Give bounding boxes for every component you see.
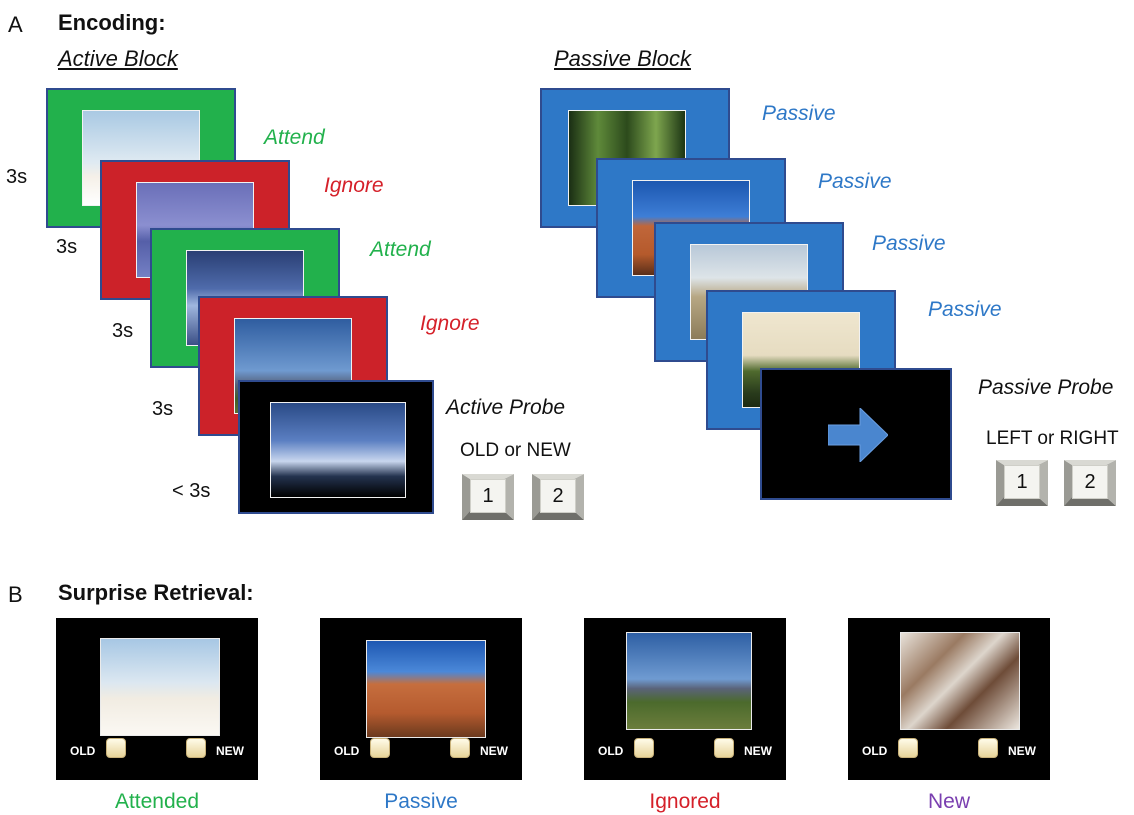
key-2-label: 2: [1072, 465, 1108, 499]
active-probe-frame: [238, 380, 434, 514]
old-checkbox[interactable]: [370, 738, 390, 758]
condition-ignored: Ignored: [649, 790, 721, 813]
key-2-label: 2: [540, 479, 576, 513]
new-checkbox[interactable]: [186, 738, 206, 758]
duration-5: < 3s: [172, 480, 211, 502]
desert-photo: [100, 638, 220, 736]
cue-attend-1: Attend: [264, 126, 325, 149]
panel-a-letter: A: [8, 12, 23, 37]
passive-probe-label: Passive Probe: [978, 376, 1114, 399]
key-2-active[interactable]: 2: [532, 474, 584, 520]
river-delta-photo: [900, 632, 1020, 730]
new-label: NEW: [216, 744, 244, 758]
encoding-heading: Encoding:: [58, 10, 166, 35]
new-label: NEW: [1008, 744, 1036, 758]
key-1-label: 1: [1004, 465, 1040, 499]
active-probe-label: Active Probe: [446, 396, 566, 419]
retrieval-screen-attended: OLD NEW: [56, 618, 258, 780]
retrieval-heading: Surprise Retrieval:: [58, 580, 254, 605]
old-label: OLD: [334, 744, 360, 758]
cue-passive-3: Passive: [872, 232, 946, 255]
old-checkbox[interactable]: [106, 738, 126, 758]
retrieval-screen-passive: OLD NEW: [320, 618, 522, 780]
old-label: OLD: [862, 744, 888, 758]
duration-3: 3s: [112, 320, 134, 342]
key-1-passive[interactable]: 1: [996, 460, 1048, 506]
old-checkbox[interactable]: [898, 738, 918, 758]
cue-ignore-2: Ignore: [420, 312, 480, 335]
new-checkbox[interactable]: [714, 738, 734, 758]
condition-attended: Attended: [114, 790, 200, 813]
old-label: OLD: [598, 744, 624, 758]
right-arrow-icon: [828, 408, 888, 462]
new-checkbox[interactable]: [450, 738, 470, 758]
passive-probe-question: LEFT or RIGHT: [986, 428, 1119, 449]
red-rock-photo: [366, 640, 486, 738]
new-checkbox[interactable]: [978, 738, 998, 758]
cue-attend-2: Attend: [370, 238, 431, 261]
cue-passive-1: Passive: [762, 102, 836, 125]
old-checkbox[interactable]: [634, 738, 654, 758]
passive-block-title: Passive Block: [554, 46, 691, 71]
new-label: NEW: [744, 744, 772, 758]
duration-1: 3s: [6, 166, 28, 188]
probe-night-photo: [270, 402, 406, 498]
retrieval-screen-ignored: OLD NEW: [584, 618, 786, 780]
old-label: OLD: [70, 744, 96, 758]
passive-probe-frame: [760, 368, 952, 500]
retrieval-screen-new: OLD NEW: [848, 618, 1050, 780]
cue-ignore-1: Ignore: [324, 174, 384, 197]
condition-passive: Passive: [384, 790, 458, 813]
mountain-meadow-photo: [626, 632, 752, 730]
cue-passive-2: Passive: [818, 170, 892, 193]
duration-2: 3s: [56, 236, 78, 258]
condition-new: New: [927, 790, 970, 813]
duration-4: 3s: [152, 398, 174, 420]
cue-passive-4: Passive: [928, 298, 1002, 321]
active-probe-question: OLD or NEW: [460, 440, 571, 461]
panel-b-letter: B: [8, 582, 23, 607]
key-2-passive[interactable]: 2: [1064, 460, 1116, 506]
key-1-label: 1: [470, 479, 506, 513]
active-block-title: Active Block: [58, 46, 178, 71]
new-label: NEW: [480, 744, 508, 758]
key-1-active[interactable]: 1: [462, 474, 514, 520]
